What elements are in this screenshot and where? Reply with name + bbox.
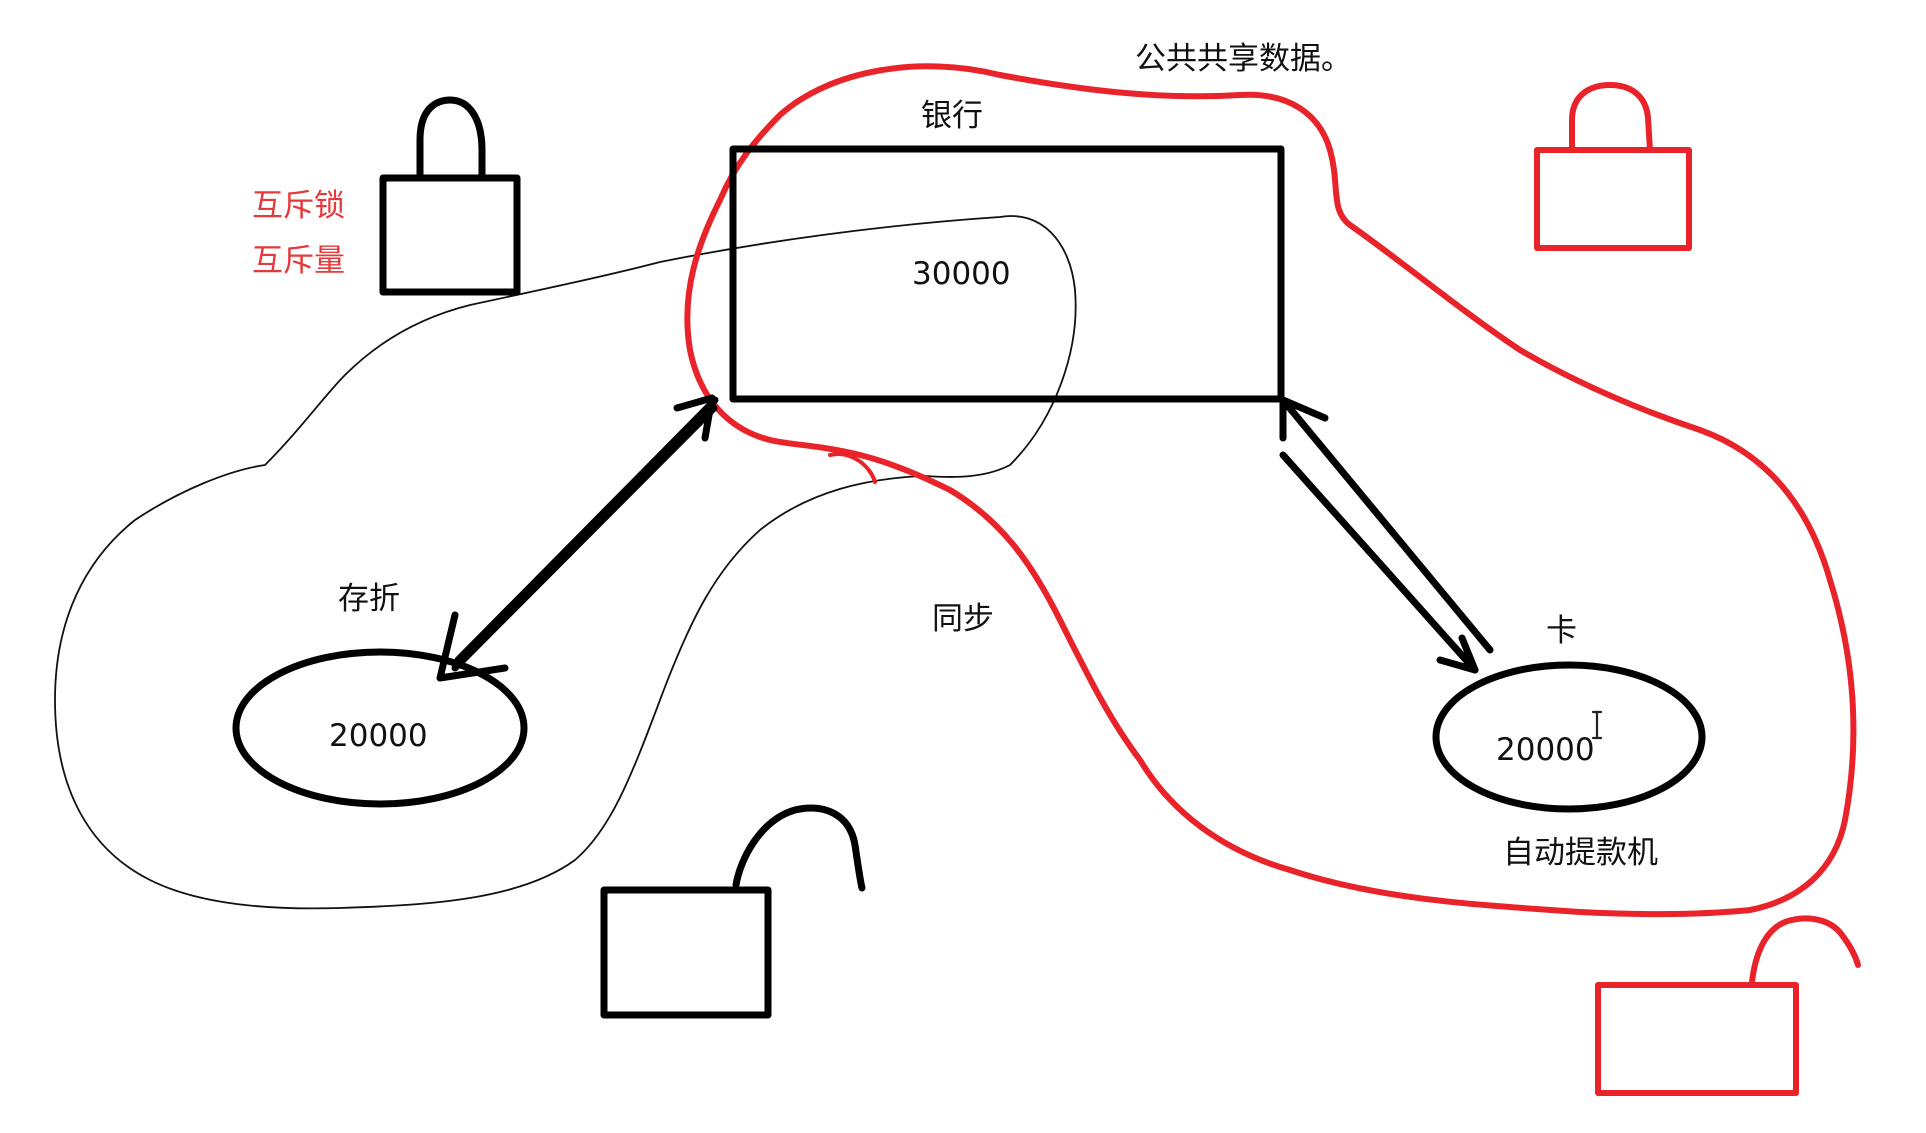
- arrow-bank-to-atm: [1279, 451, 1479, 674]
- passbook-ellipse: [232, 648, 528, 808]
- red-stroke-accent: [828, 452, 877, 484]
- arrow-head-bank-right: [1279, 396, 1329, 442]
- arrow-head-atm: [1436, 634, 1479, 674]
- bank-label: 银行: [921, 98, 983, 134]
- sync-label: 同步: [932, 601, 994, 637]
- arrow-atm-to-bank: [1279, 396, 1494, 654]
- mutex-label: 互斥量: [252, 243, 345, 279]
- mutex-lock-label: 互斥锁: [252, 188, 345, 224]
- bank-box: [729, 145, 1285, 403]
- bank-amount: 30000: [912, 256, 1011, 292]
- card-label: 卡: [1546, 613, 1577, 649]
- shared-data-label: 公共共享数据。: [1135, 41, 1352, 77]
- bank-atm-arrows: [1279, 396, 1494, 674]
- card-amount: 20000: [1496, 732, 1595, 768]
- padlock-open-icon: [600, 804, 866, 1019]
- arrow-bank-to-passbook: [451, 404, 718, 672]
- arrow-head-passbook: [436, 611, 509, 682]
- padlock-closed-icon: [1534, 82, 1692, 251]
- padlock-closed-icon: [379, 96, 521, 296]
- atm-card-ellipse: [1432, 661, 1706, 813]
- arrow-passbook-to-bank: [454, 396, 719, 664]
- passbook-label: 存折: [338, 581, 400, 617]
- passbook-amount: 20000: [329, 718, 428, 754]
- text-cursor-icon: [1591, 710, 1603, 740]
- padlock-open-icon: [1595, 915, 1861, 1096]
- passbook-sync-region: [54, 215, 1077, 910]
- passbook-bank-arrows: [436, 394, 719, 682]
- shared-data-region: [684, 63, 1857, 918]
- atm-label: 自动提款机: [1503, 835, 1658, 871]
